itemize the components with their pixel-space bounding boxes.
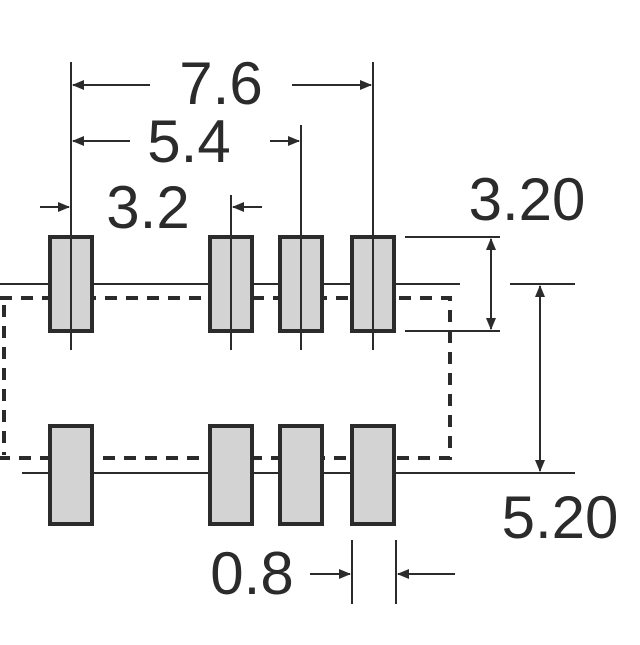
dim-5-4-label: 5.4 bbox=[147, 108, 230, 175]
dim-3-2-label: 3.2 bbox=[106, 174, 189, 241]
dim-0-8-label: 0.8 bbox=[210, 540, 293, 607]
bottom-pad-3 bbox=[278, 424, 324, 526]
bottom-pad-2 bbox=[208, 424, 254, 526]
component-outline-dashed bbox=[0, 296, 452, 460]
bottom-pad-1 bbox=[48, 424, 94, 526]
bottom-pad-4 bbox=[350, 424, 396, 526]
dim-5-20-label: 5.20 bbox=[502, 484, 619, 551]
dim-3-20-label: 3.20 bbox=[469, 166, 586, 233]
dim-7-6-label: 7.6 bbox=[179, 50, 262, 117]
